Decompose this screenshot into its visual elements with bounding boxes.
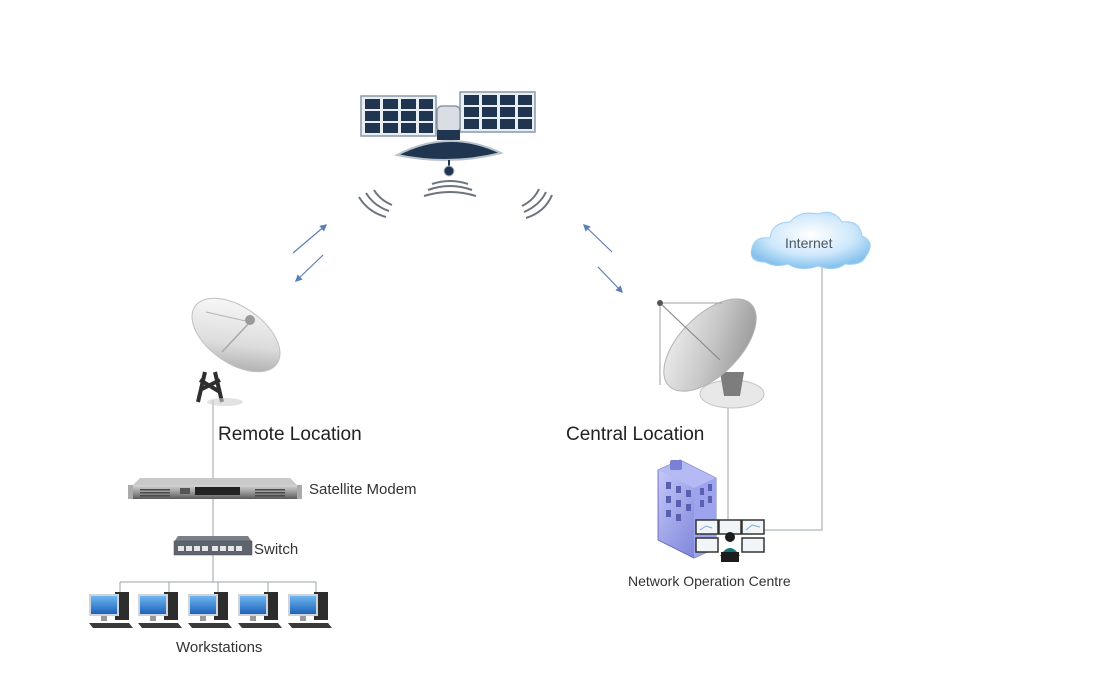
satellite-modem-icon (128, 478, 302, 499)
network-switch-icon (173, 536, 253, 556)
radio-waves-icon (358, 180, 553, 219)
workstation-icon (188, 592, 232, 628)
noc-label: Network Operation Centre (628, 573, 791, 589)
uplink-arrow-central (582, 224, 613, 253)
wireless-arrows (292, 224, 623, 294)
workstations-label: Workstations (176, 639, 263, 656)
workstation-icon (89, 592, 133, 628)
workstations-group (89, 592, 332, 628)
satellite-modem-label: Satellite Modem (309, 481, 417, 498)
remote-location-label: Remote Location (218, 424, 362, 445)
noc-console-icon (695, 519, 765, 562)
uplink-arrow-remote (292, 224, 328, 254)
workstation-icon (288, 592, 332, 628)
workstation-icon (238, 592, 282, 628)
workstation-icon (138, 592, 182, 628)
satellite-icon (360, 91, 536, 177)
internet-cloud-icon (750, 211, 871, 270)
downlink-arrow-remote (294, 254, 324, 282)
switch-label: Switch (254, 541, 299, 558)
remote-satellite-dish-icon (191, 297, 281, 406)
central-location-label: Central Location (566, 424, 705, 445)
downlink-arrow-central (597, 266, 623, 294)
internet-label: Internet (785, 235, 833, 251)
wire-internet-to-noc (760, 262, 823, 531)
central-satellite-dish-icon (657, 298, 765, 409)
